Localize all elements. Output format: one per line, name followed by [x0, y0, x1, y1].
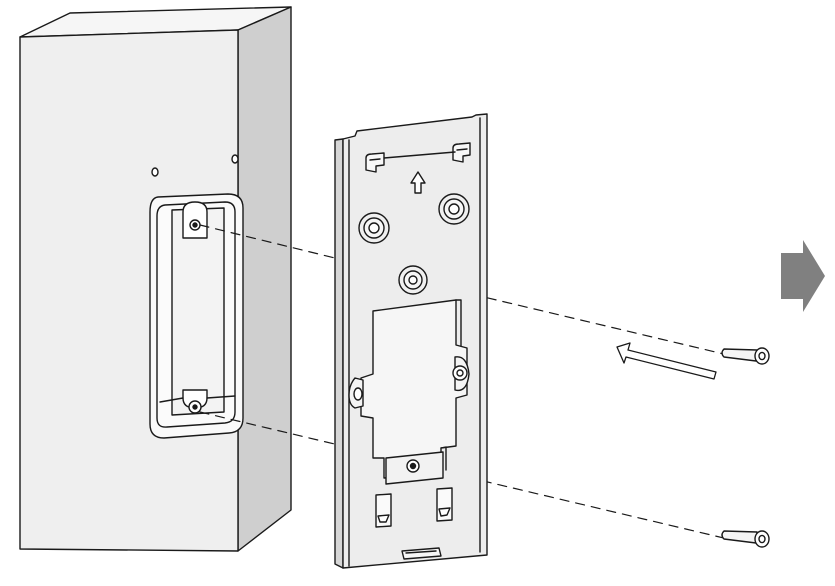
- screw-top: [721, 347, 770, 365]
- top-clip-left: [365, 152, 385, 173]
- mounting-plate: [334, 113, 488, 569]
- arrow-left-icon: [616, 342, 717, 380]
- screw-boss-upper-right: [438, 193, 470, 225]
- guide-line-top-box: [199, 224, 344, 261]
- guide-line-bottom-box: [199, 411, 344, 447]
- side-catch-left: [348, 377, 364, 409]
- screw-boss-upper-left: [358, 212, 390, 244]
- bottom-slot-left: [375, 493, 392, 528]
- side-catch-right: [452, 356, 470, 392]
- top-clip-right: [452, 142, 471, 163]
- lower-screw-tab: [385, 451, 444, 485]
- arrow-right-icon: [781, 240, 825, 312]
- arrow-up-icon: [410, 171, 426, 194]
- wall-box-hole-left: [151, 167, 159, 177]
- wall-box-side-face: [237, 6, 292, 552]
- bottom-latch: [401, 547, 442, 560]
- screw-bottom: [721, 530, 770, 548]
- bottom-slot-right: [436, 487, 453, 522]
- mounting-plate-edge: [334, 138, 344, 569]
- wall-box-opening: [149, 193, 244, 439]
- screw-boss-center: [398, 265, 428, 295]
- wall-box: [19, 6, 292, 552]
- wall-box-hole-right: [231, 154, 239, 164]
